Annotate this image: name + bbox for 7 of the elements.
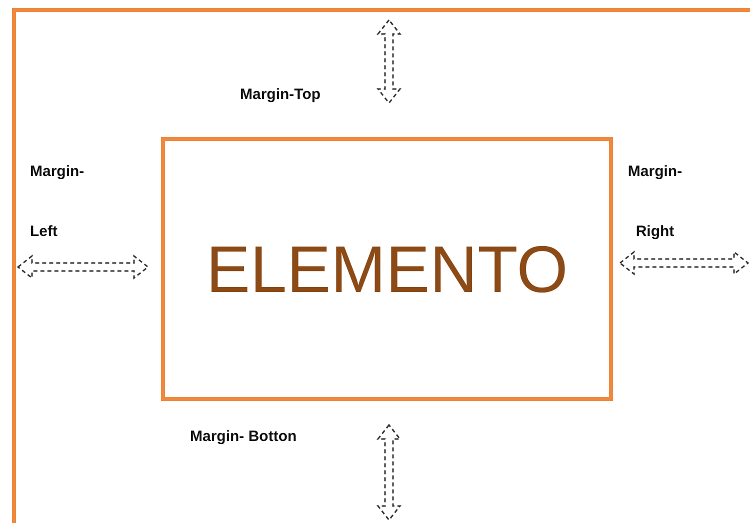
outer-border-box (12, 8, 750, 523)
margin-label: Margin-Top (240, 86, 322, 104)
element-box (161, 137, 613, 401)
element-label: ELEMENTO (206, 231, 568, 307)
margin-label: Margin- Botton (190, 428, 298, 446)
margin-label: Margin- Right (626, 162, 684, 242)
margin-label: Margin- Left (30, 162, 86, 242)
